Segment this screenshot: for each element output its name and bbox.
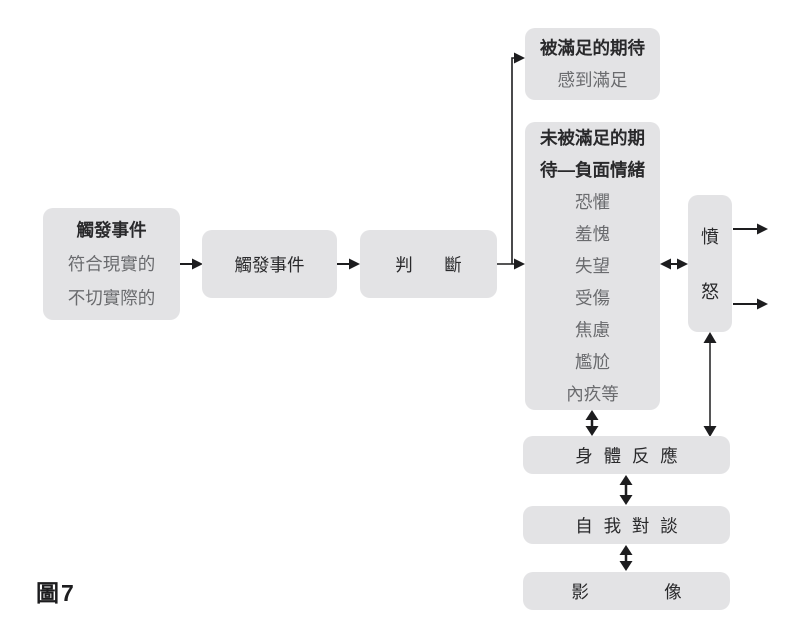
met-expectation-subtitle: 感到滿足 bbox=[557, 70, 628, 90]
judgment-label: 判斷 bbox=[395, 254, 494, 275]
arrow-unmet-anger-bidirectional bbox=[660, 258, 688, 270]
emotion-item: 失望 bbox=[575, 256, 610, 276]
arrow-selftalk-image-bidirectional bbox=[619, 545, 633, 571]
arrow-anger-out-bottom bbox=[733, 298, 768, 310]
arrow-trigger-to-judgment bbox=[337, 258, 360, 270]
body-response-label: 身體反應 bbox=[575, 445, 689, 466]
emotion-item: 尷尬 bbox=[575, 352, 610, 372]
self-talk-label: 自我對談 bbox=[575, 515, 689, 536]
arrow-source-to-trigger bbox=[180, 258, 203, 270]
box-trigger-event-source: 觸發事件 符合現實的 不切實際的 bbox=[43, 208, 180, 320]
emotion-item: 受傷 bbox=[575, 288, 610, 308]
box-trigger-event: 觸發事件 bbox=[202, 230, 337, 298]
figure-caption: 圖7 bbox=[36, 580, 76, 606]
trigger-event-label: 觸發事件 bbox=[234, 254, 305, 275]
emotion-item: 羞愧 bbox=[575, 224, 610, 244]
arrow-anger-body-bidirectional bbox=[703, 332, 717, 437]
arrow-body-selftalk-bidirectional bbox=[619, 475, 633, 505]
unmet-title-line1: 未被滿足的期 bbox=[540, 128, 645, 148]
box-judgment: 判斷 bbox=[360, 230, 497, 298]
emotion-item: 焦慮 bbox=[575, 320, 610, 340]
emotion-item: 內疚等 bbox=[566, 384, 619, 404]
arrow-anger-out-top bbox=[733, 223, 768, 235]
arrow-judgment-to-met bbox=[511, 52, 525, 264]
met-expectation-title: 被滿足的期待 bbox=[540, 38, 645, 58]
unmet-title-line2: 待—負面情緒 bbox=[540, 160, 645, 180]
box-unmet-expectation: 未被滿足的期 待—負面情緒 恐懼 羞愧 失望 受傷 焦慮 尷尬 內疚等 bbox=[525, 122, 660, 410]
trigger-source-title: 觸發事件 bbox=[76, 220, 147, 240]
box-anger: 憤 怒 bbox=[688, 195, 732, 332]
arrow-judgment-to-unmet bbox=[497, 258, 525, 270]
trigger-source-unrealistic: 不切實際的 bbox=[67, 288, 156, 308]
imagery-label: 影像 bbox=[571, 581, 757, 602]
anger-char-1: 憤 bbox=[701, 227, 719, 247]
trigger-source-realistic: 符合現實的 bbox=[67, 254, 156, 274]
anger-char-2: 怒 bbox=[701, 282, 719, 302]
box-body-response: 身體反應 bbox=[523, 436, 730, 474]
arrow-unmet-body-bidirectional bbox=[585, 410, 599, 436]
emotion-item: 恐懼 bbox=[575, 192, 610, 212]
box-met-expectation: 被滿足的期待 感到滿足 bbox=[525, 28, 660, 100]
box-self-talk: 自我對談 bbox=[523, 506, 730, 544]
box-imagery: 影像 bbox=[523, 572, 730, 610]
